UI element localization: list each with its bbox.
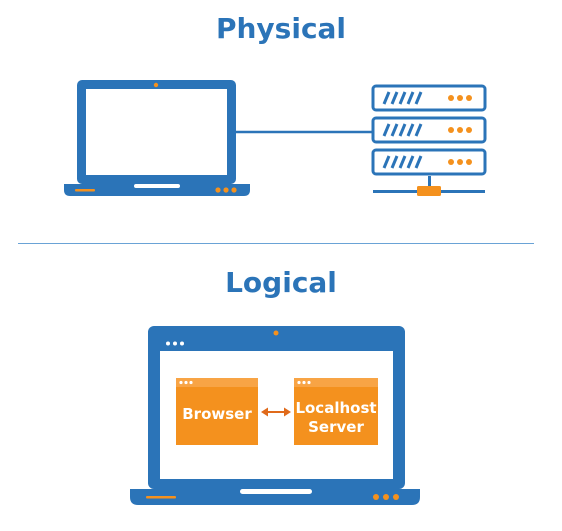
server-unit-3 [371, 148, 487, 176]
server-window-icon [294, 378, 378, 445]
logical-heading: Logical [225, 266, 337, 299]
section-divider [18, 243, 534, 244]
server-rack-icon [371, 84, 487, 196]
double-arrow-icon [261, 407, 291, 417]
server-unit-1 [371, 84, 487, 112]
laptop-icon [64, 80, 250, 196]
localhost-server-label: Localhost Server [295, 399, 377, 436]
physical-heading: Physical [215, 12, 347, 45]
server-unit-2 [371, 116, 487, 144]
browser-label: Browser [182, 405, 252, 423]
browser-window-icon [176, 378, 258, 445]
